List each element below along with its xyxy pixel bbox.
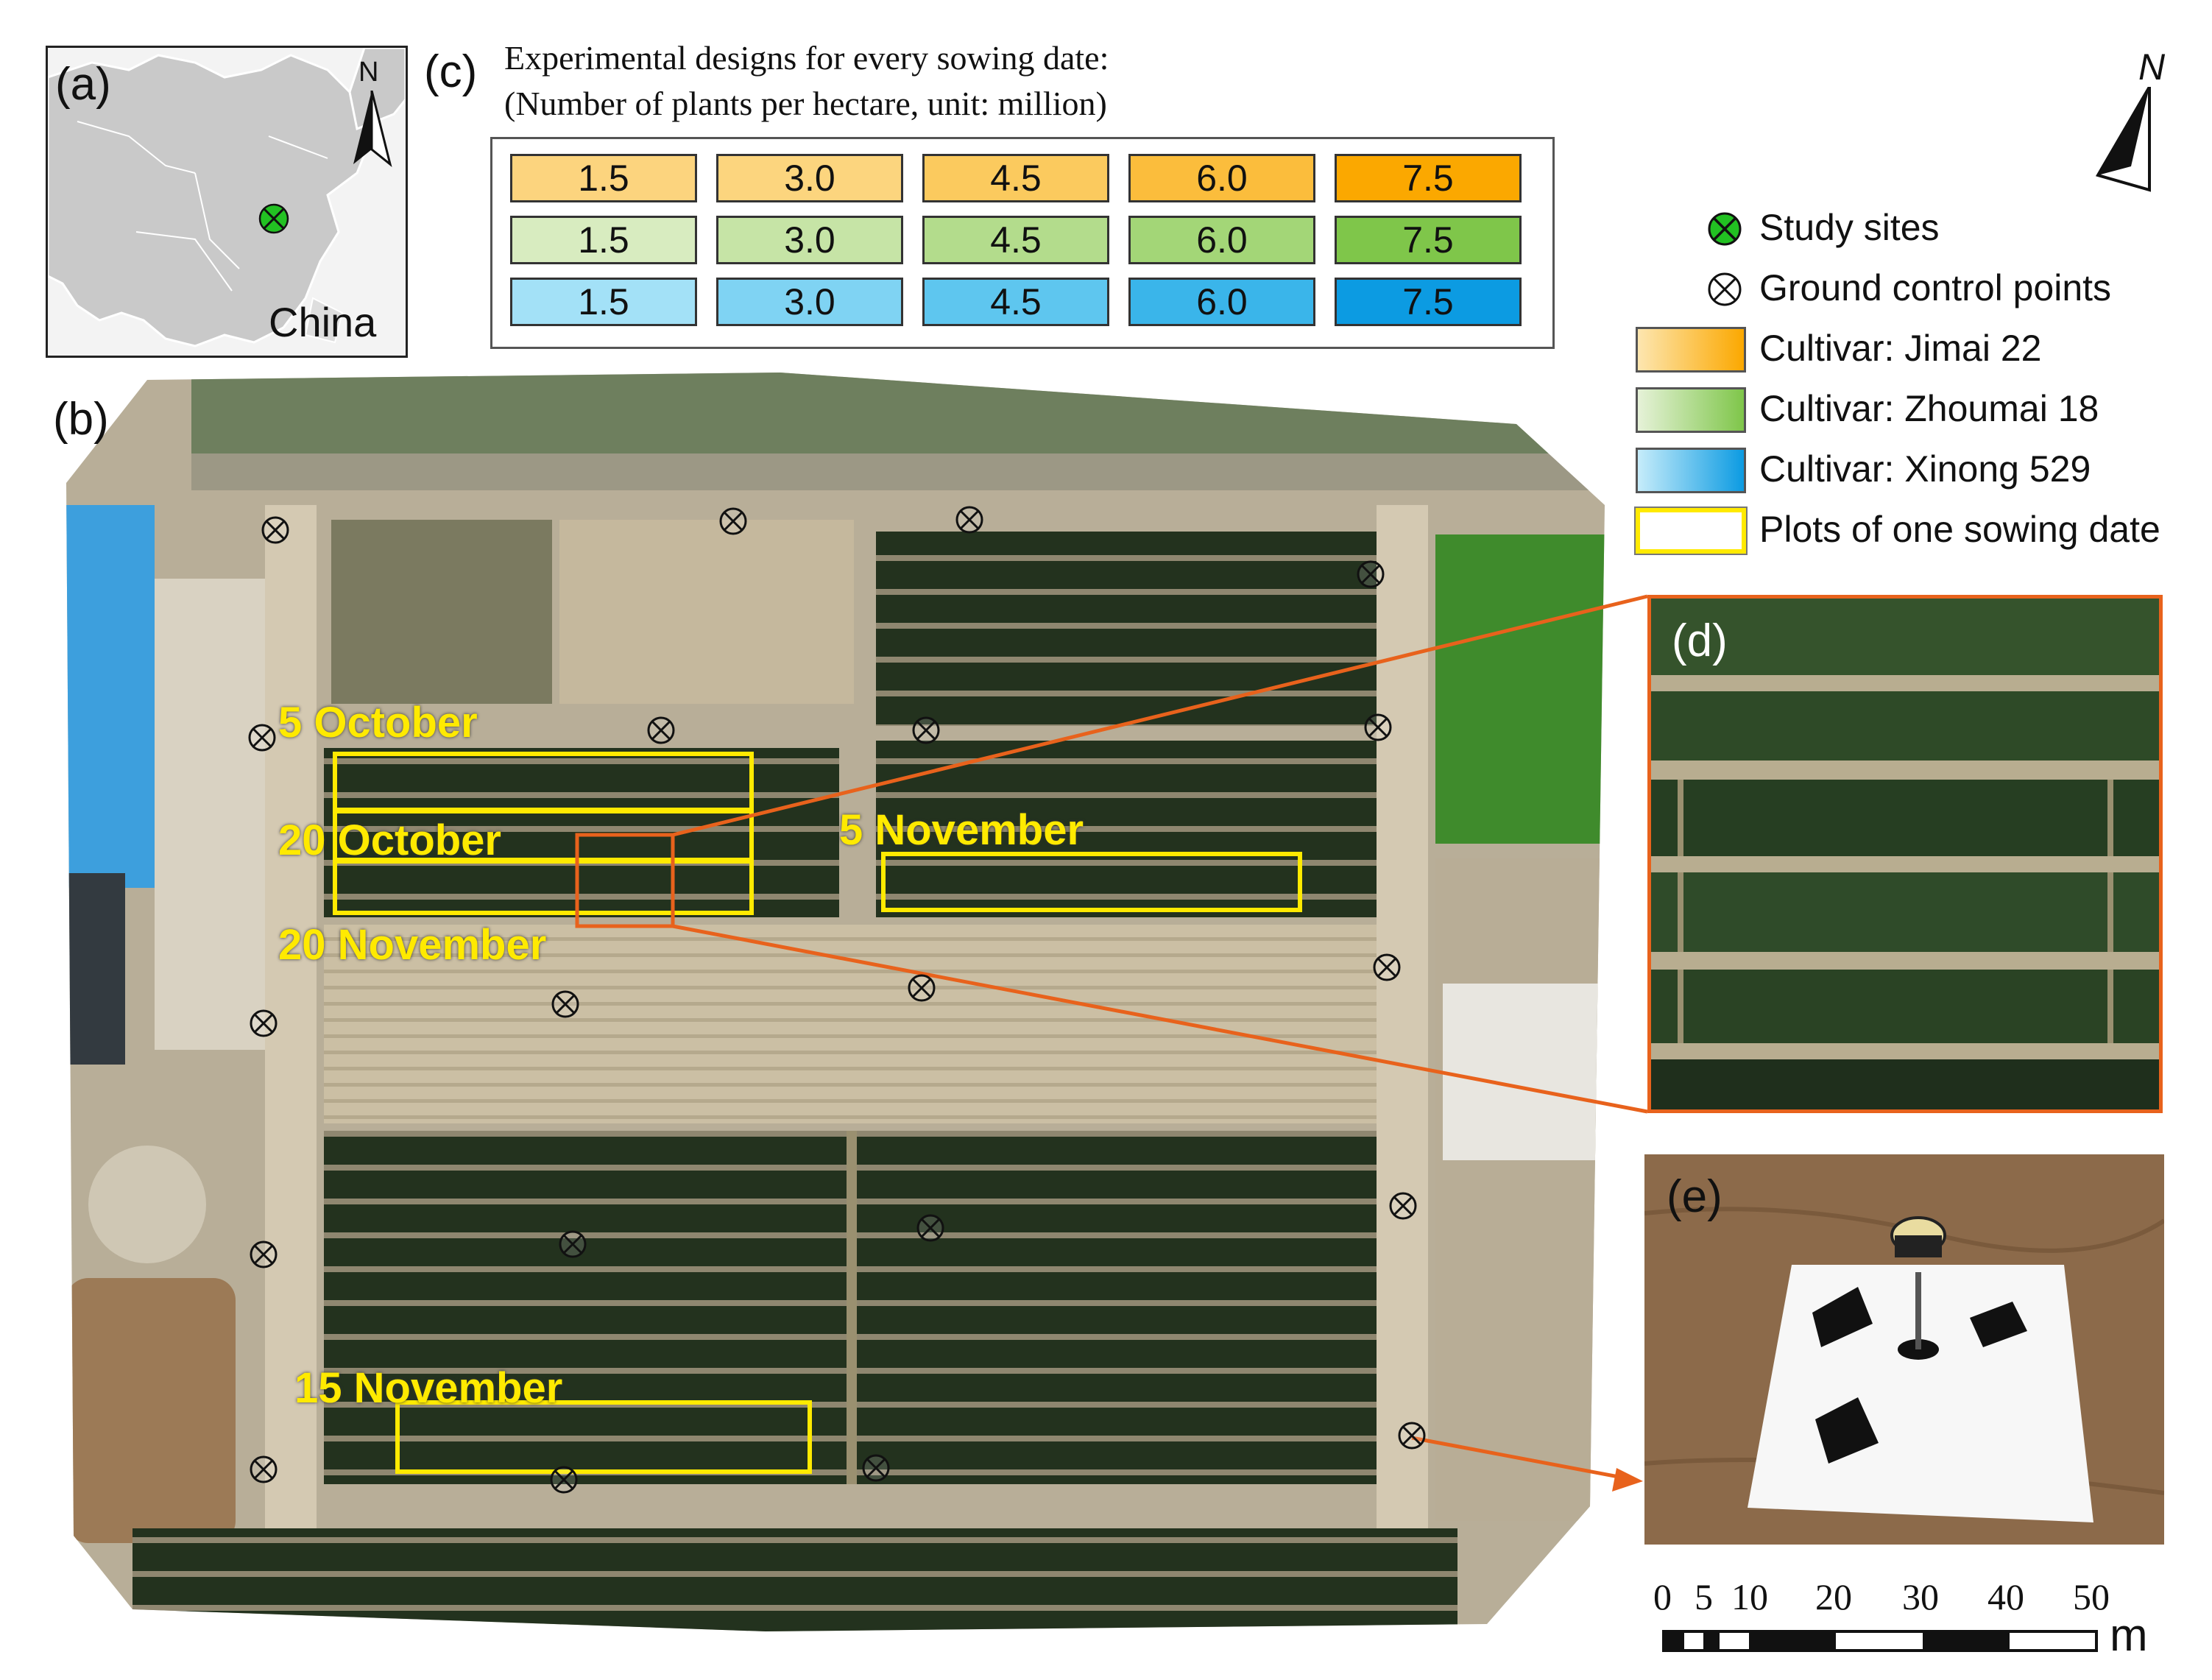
panel-label-d: (d)	[1672, 615, 1728, 666]
north-arrow-icon	[2095, 87, 2151, 192]
inset-country-label: China	[269, 299, 377, 345]
legend-plots: Plots of one sowing date	[1759, 509, 2160, 550]
panel-label-c: (c)	[424, 46, 478, 97]
gcp-marker-icon	[647, 716, 675, 744]
design-cell: 4.5	[922, 278, 1109, 326]
panel-label-b: (b)	[53, 394, 109, 445]
legend-jimai: Cultivar: Jimai 22	[1759, 328, 2042, 369]
inset-north-arrow-icon	[353, 91, 392, 167]
date-label-5-november: 5 November	[839, 806, 1084, 854]
legend-swatch-plots	[1636, 508, 1746, 554]
design-cell: 3.0	[716, 278, 903, 326]
scale-tick-label: 30	[1902, 1576, 1939, 1617]
design-cell: 6.0	[1128, 154, 1315, 202]
panel-label-a: (a)	[55, 59, 111, 110]
gcp-marker-icon	[1398, 1422, 1426, 1450]
scale-tick-label: 0	[1653, 1576, 1672, 1617]
scale-tick-label: 10	[1731, 1576, 1768, 1617]
legend-zhoumai: Cultivar: Zhoumai 18	[1759, 388, 2099, 429]
date-label-20-october: 20 October	[278, 816, 501, 864]
gcp-legend-icon	[1708, 272, 1742, 306]
gcp-marker-icon	[250, 1455, 278, 1483]
design-cell: 3.0	[716, 154, 903, 202]
china-outline-map	[48, 48, 406, 356]
zoom-connector-bottom	[672, 924, 1648, 1114]
scale-tick-label: 20	[1815, 1576, 1852, 1617]
scale-tick-label: 50	[2073, 1576, 2110, 1617]
gcp-marker-icon	[551, 990, 579, 1018]
scale-unit: m	[2110, 1610, 2148, 1661]
inset-map: (a) N China	[46, 46, 408, 358]
legend-swatch-jimai	[1636, 327, 1746, 373]
gcp-photo: (e)	[1644, 1154, 2164, 1545]
gcp-marker-icon	[261, 516, 289, 544]
design-cell: 3.0	[716, 216, 903, 264]
gcp-marker-icon	[248, 724, 276, 752]
zoom-box	[575, 833, 675, 928]
design-title: Experimental designs for every sowing da…	[504, 35, 1109, 127]
gcp-marker-icon	[1389, 1192, 1417, 1220]
gcp-marker-icon	[862, 1454, 890, 1482]
design-cell: 1.5	[510, 278, 697, 326]
gcp-marker-icon	[250, 1009, 278, 1037]
gcp-marker-icon	[250, 1240, 278, 1268]
design-cell: 1.5	[510, 154, 697, 202]
date-label-20-november: 20 November	[278, 921, 547, 969]
zoom-connector-top	[672, 594, 1648, 837]
design-cell: 7.5	[1335, 154, 1522, 202]
gcp-marker-icon	[1373, 953, 1401, 981]
legend-swatch-xinong	[1636, 448, 1746, 493]
plot-outline-5-november	[881, 852, 1302, 912]
study-site-marker-icon	[258, 203, 289, 234]
design-cell: 1.5	[510, 216, 697, 264]
design-table: 1.5 3.0 4.5 6.0 7.5 1.5 3.0 4.5 6.0 7.5 …	[490, 137, 1555, 349]
zoom-panel: (d)	[1647, 595, 2163, 1113]
study-site-legend-icon	[1708, 212, 1742, 246]
gcp-marker-icon	[559, 1230, 587, 1258]
legend-xinong: Cultivar: Xinong 529	[1759, 448, 2091, 490]
panel-label-e: (e)	[1667, 1171, 1722, 1222]
legend-gcp: Ground control points	[1759, 267, 2112, 308]
plot-outline-15-november	[395, 1400, 812, 1474]
legend-study-sites: Study sites	[1759, 207, 1940, 248]
plot-outline-20-november	[333, 858, 754, 915]
gcp-marker-icon	[912, 716, 940, 744]
gcp-target-photo	[1644, 1154, 2164, 1545]
gcp-marker-icon	[908, 974, 936, 1002]
aerial-image	[66, 373, 1605, 1631]
zoom-crop-rows	[1651, 599, 2159, 1109]
date-label-15-november: 15 November	[294, 1364, 563, 1412]
gcp-marker-icon	[1357, 560, 1385, 588]
design-cell: 6.0	[1128, 216, 1315, 264]
design-title-line2: (Number of plants per hectare, unit: mil…	[504, 85, 1107, 122]
gcp-photo-arrowhead-icon	[1612, 1468, 1643, 1492]
scale-tick-label: 40	[1987, 1576, 2024, 1617]
gcp-marker-icon	[955, 506, 983, 534]
design-cell: 7.5	[1335, 216, 1522, 264]
design-cell: 4.5	[922, 216, 1109, 264]
gcp-marker-icon	[1364, 713, 1392, 741]
gcp-marker-icon	[719, 507, 747, 535]
date-label-5-october: 5 October	[278, 699, 478, 747]
inset-north-label: N	[358, 57, 379, 88]
scale-tick-label: 5	[1695, 1576, 1713, 1617]
design-title-line1: Experimental designs for every sowing da…	[504, 39, 1109, 77]
design-cell: 7.5	[1335, 278, 1522, 326]
gcp-marker-icon	[916, 1214, 944, 1242]
design-cell: 6.0	[1128, 278, 1315, 326]
legend-swatch-zhoumai	[1636, 387, 1746, 433]
design-cell: 4.5	[922, 154, 1109, 202]
scale-bar	[1662, 1630, 2098, 1652]
north-label: N	[2138, 46, 2166, 88]
gcp-photo-arrow	[1411, 1436, 1635, 1482]
gcp-marker-icon	[550, 1466, 578, 1494]
